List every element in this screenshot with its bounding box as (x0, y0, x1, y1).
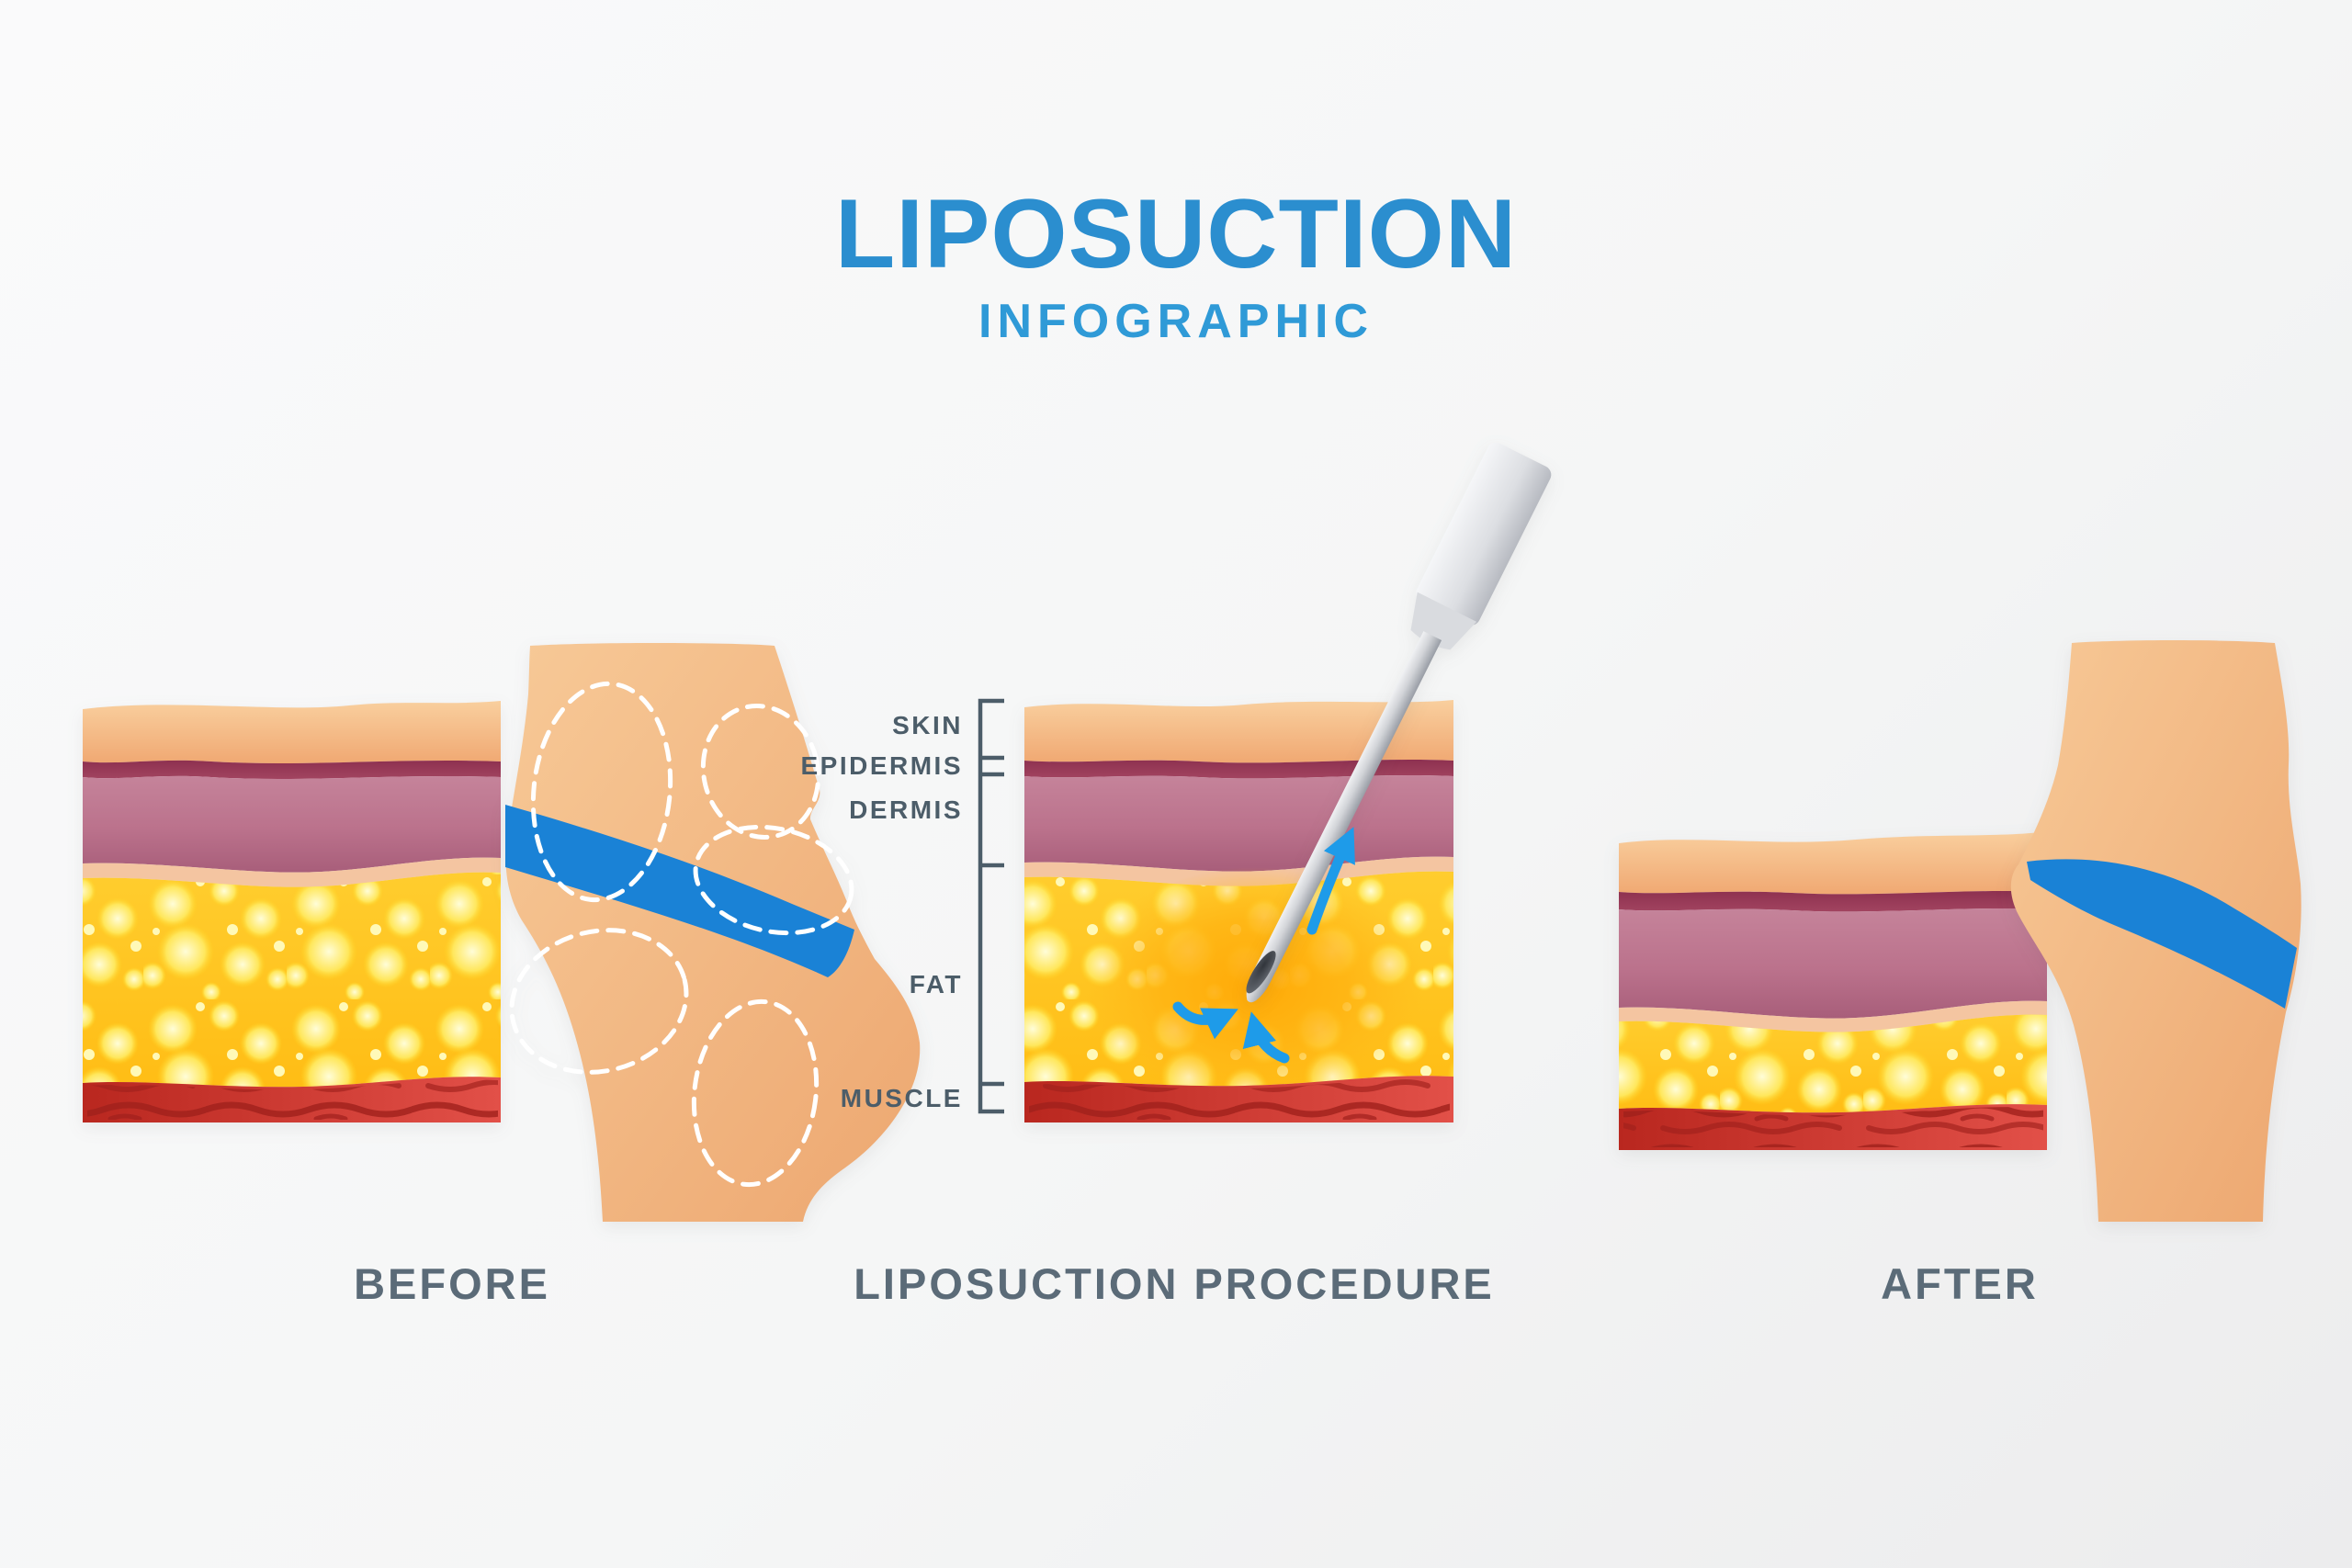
layer-label-epidermis: EPIDERMIS (800, 751, 963, 780)
layer-label-muscle: MUSCLE (840, 1084, 963, 1112)
page-subtitle: INFOGRAPHIC (978, 295, 1374, 348)
muscle-layer (1619, 1104, 2047, 1150)
before-treatment-area-markings (509, 681, 854, 1188)
after-skin-cross-section (1619, 831, 2047, 1150)
caption-procedure: LIPOSUCTION PROCEDURE (854, 1259, 1495, 1308)
epidermis-layer (83, 760, 501, 779)
dermis-layer (83, 775, 501, 873)
muscle-layer (1024, 1076, 1453, 1122)
suction-arrows (1172, 827, 1355, 1064)
layer-label-fat: FAT (909, 970, 963, 998)
page-title: LIPOSUCTION (834, 178, 1518, 288)
fat-layer (1024, 867, 1453, 1102)
epidermis-layer (1619, 891, 2047, 912)
cannula-shaft (1246, 631, 1442, 1003)
caption-before: BEFORE (354, 1259, 550, 1308)
layer-label-skin: SKIN (892, 711, 963, 739)
fat-layer (83, 872, 501, 1088)
fat-layer (1619, 1014, 2047, 1113)
skin-layer (1619, 831, 2047, 895)
layer-label-dermis: DERMIS (849, 795, 963, 824)
after-underwear-band (2027, 859, 2297, 1009)
dermis-fat-boundary (83, 857, 501, 887)
procedure-skin-cross-section (1024, 700, 1453, 1122)
liposuction-cannula (1246, 442, 1552, 1003)
skin-layer (83, 701, 501, 763)
epidermis-layer (1024, 760, 1453, 779)
after-body-figure (2010, 640, 2301, 1222)
cannula-handle (1416, 442, 1552, 626)
caption-after: AFTER (1881, 1259, 2039, 1308)
before-skin-cross-section (83, 701, 501, 1122)
cannula-tip-opening (1246, 951, 1276, 994)
before-underwear-band (505, 805, 854, 977)
dermis-layer (1619, 908, 2047, 1019)
before-body-figure (505, 643, 921, 1222)
muscle-layer (83, 1077, 501, 1122)
layer-bracket (978, 698, 1004, 1114)
skin-layer (1024, 700, 1453, 763)
dermis-fat-boundary (1619, 1000, 2047, 1032)
dermis-layer (1024, 775, 1453, 872)
